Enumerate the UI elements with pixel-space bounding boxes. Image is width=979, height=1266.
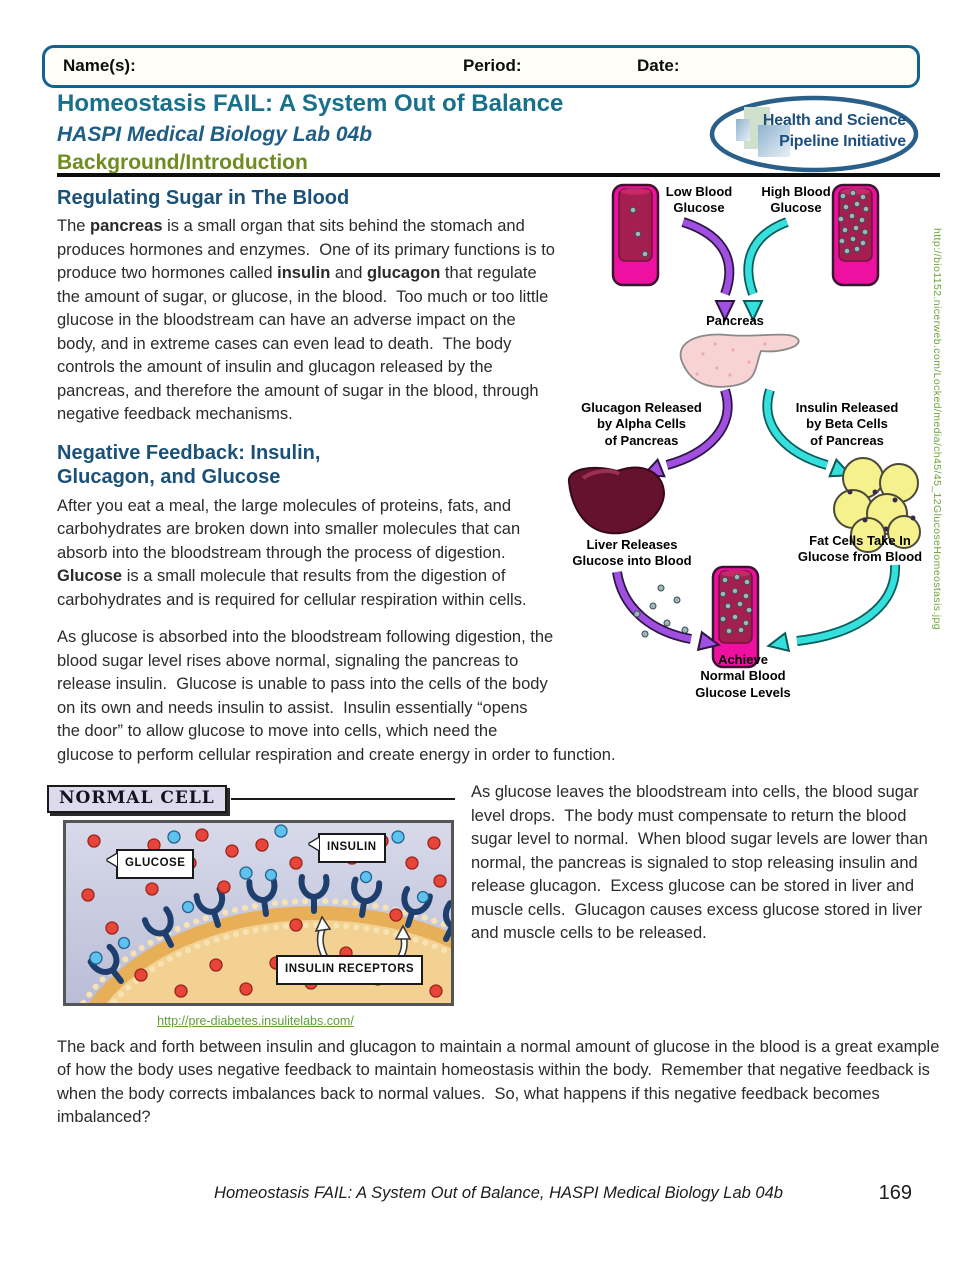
insulin-dots [89, 824, 430, 965]
left-arrow-icon [309, 838, 319, 851]
page-subtitle: HASPI Medical Biology Lab 04b [57, 122, 373, 146]
glucose-homeostasis-figure: Low Blood Glucose High Blood Glucose Pan… [565, 182, 940, 722]
insulin-label-box: INSULIN [309, 833, 386, 863]
paragraph-back-and-forth: The back and forth between insulin and g… [57, 1037, 944, 1127]
paragraph-after-meal: After you eat a meal, the large molecule… [57, 496, 527, 609]
student-info-box: Name(s): Period: Date: [42, 45, 920, 88]
label-fat-cells: Fat Cells Take In Glucose from Blood [797, 533, 923, 565]
normal-cell-banner: NORMAL CELL [47, 784, 227, 814]
page-footer: Homeostasis FAIL: A System Out of Balanc… [57, 1182, 940, 1204]
normal-cell-figure: NORMAL CELL [47, 784, 576, 1259]
pancreas-texture [695, 342, 767, 377]
liver-graphic [567, 466, 666, 535]
title-block: Homeostasis FAIL: A System Out of Balanc… [57, 90, 677, 175]
logo-line1: Health and Science [762, 112, 906, 129]
label-high-blood-glucose: High Blood Glucose [761, 184, 831, 216]
page-title: Homeostasis FAIL: A System Out of Balanc… [57, 90, 564, 117]
label-glucagon-released: Glucagon Released by Alpha Cells of Panc… [581, 400, 702, 448]
label-insulin-released: Insulin Released by Beta Cells of Pancre… [795, 400, 899, 448]
period-label: Period: [463, 56, 522, 75]
glucose-label-box: GLUCOSE [107, 849, 195, 879]
page-number: 169 [878, 1182, 912, 1204]
label-low-blood-glucose: Low Blood Glucose [665, 184, 733, 216]
footer-title: Homeostasis FAIL: A System Out of Balanc… [214, 1184, 783, 1202]
label-liver-releases: Liver Releases Glucose into Blood [572, 537, 692, 569]
logo-line2: Pipeline Initiative [779, 132, 906, 150]
section-label: Background/Introduction [57, 150, 308, 174]
heading-regulating-sugar: Regulating Sugar in The Blood [57, 187, 350, 209]
fat-cell-nuclei [847, 489, 916, 532]
haspi-logo-text: Health and Science Pipeline Initiative [763, 111, 906, 153]
glucose-label: GLUCOSE [125, 857, 186, 870]
released-glucose-dots [633, 584, 689, 638]
insulin-receptors-label-box: INSULIN RECEPTORS [276, 955, 424, 985]
date-label: Date: [637, 56, 680, 75]
label-achieve-normal: Achieve Normal Blood Glucose Levels [695, 652, 791, 700]
paragraph-glucose-leaves: As glucose leaves the bloodstream into c… [471, 783, 933, 943]
body-content: Low Blood Glucose High Blood Glucose Pan… [47, 182, 944, 1259]
glucagon-pathway-arrows [612, 217, 735, 655]
haspi-logo: Health and Science Pipeline Initiative [708, 95, 920, 173]
high-glucose-vessel [831, 183, 880, 287]
normal-cell-image: GLUCOSE INSULIN INSULIN RECEPTORS [56, 820, 576, 1259]
diagram-credit-url: http://bio1152.nicerweb.com/Locked/media… [931, 228, 943, 630]
banner-line [230, 798, 455, 801]
divider-rule [57, 173, 940, 177]
fat-cells-graphic [833, 457, 921, 553]
insulin-label: INSULIN [327, 841, 377, 854]
cell-image-source-link[interactable]: http://pre-diabetes.insulitelabs.com/ [157, 1014, 354, 1029]
insulin-pathway-arrows [743, 217, 901, 656]
heading-negative-feedback: Negative Feedback: Insulin, Glucagon, an… [57, 441, 321, 489]
label-pancreas: Pancreas [706, 313, 764, 328]
pancreas-graphic [679, 333, 800, 388]
haspi-logo-graphic [709, 95, 919, 173]
glucose-homeostasis-graphic [567, 183, 921, 669]
liver-highlight [581, 468, 621, 480]
paragraph-glucose-absorbed: As glucose is absorbed into the bloodstr… [57, 628, 616, 764]
paragraph-pancreas: The pancreas is a small organ that sits … [57, 217, 560, 424]
left-arrow-icon [107, 854, 117, 867]
glucose-dots [629, 189, 870, 635]
name-label: Name(s): [63, 56, 136, 75]
insulin-receptors-label: INSULIN RECEPTORS [285, 963, 415, 976]
